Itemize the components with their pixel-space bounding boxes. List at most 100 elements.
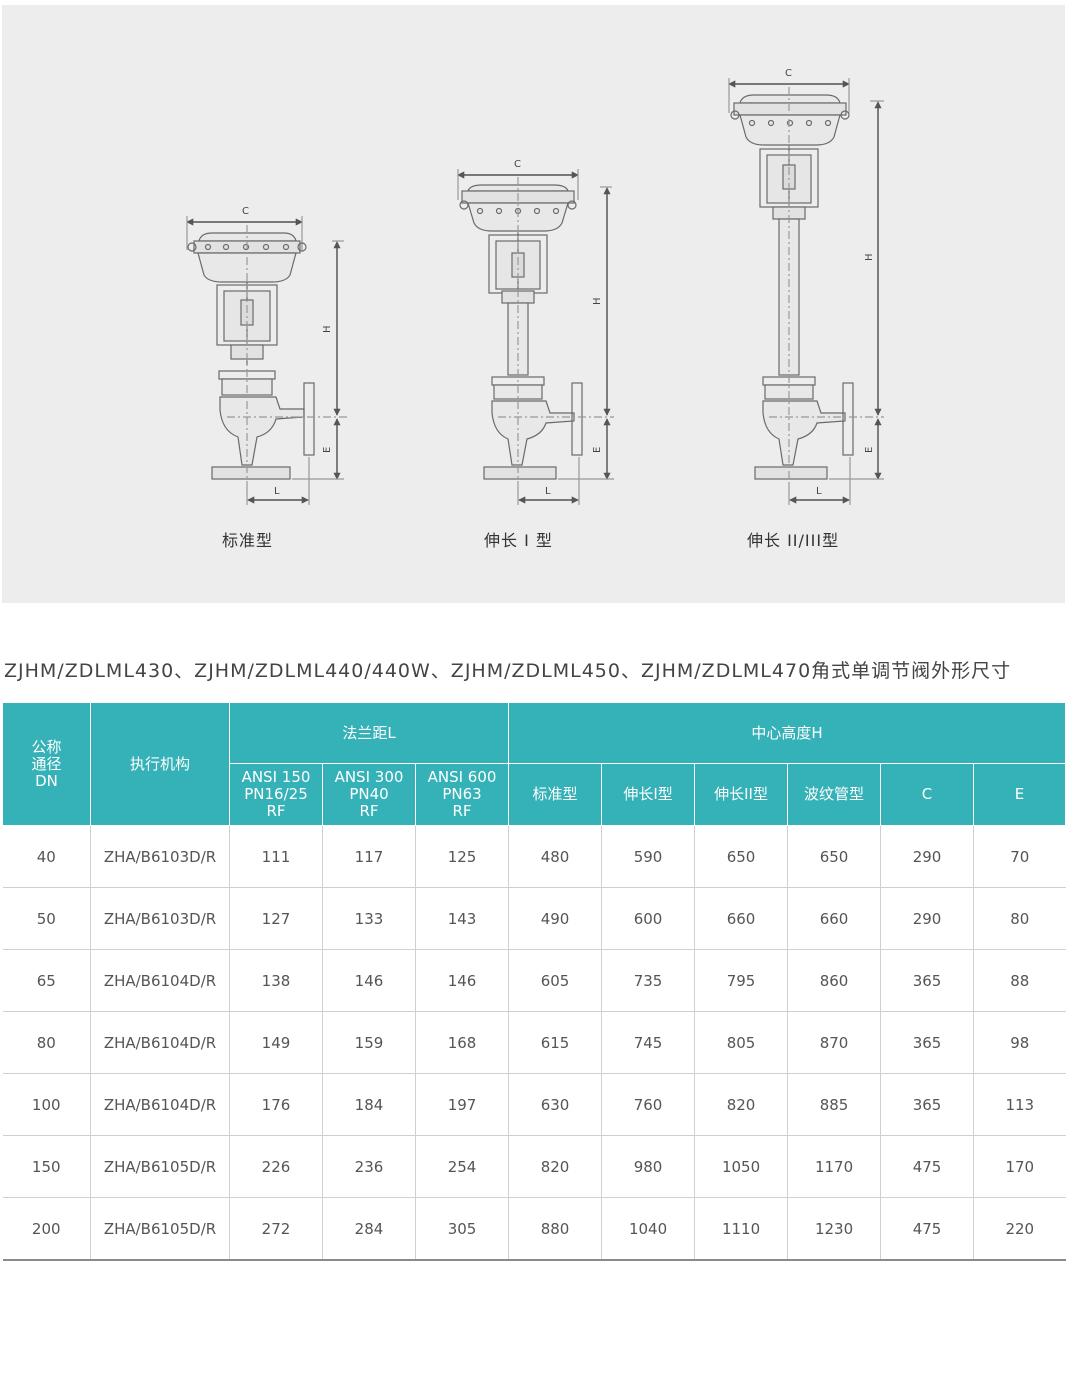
cell-h-bellows: 1170 xyxy=(787,1135,881,1198)
cell-dn: 50 xyxy=(2,887,91,950)
header-standard: 标准型 xyxy=(508,763,603,826)
cell-flange-ansi150: 127 xyxy=(229,887,323,950)
cell-h-extended-1: 735 xyxy=(601,949,695,1012)
header-flange-group: 法兰距L xyxy=(228,702,510,764)
header-dn: 公称 通径 DN xyxy=(2,702,91,826)
header-ansi600-line3: RF xyxy=(452,802,472,820)
e-label: E xyxy=(592,447,603,453)
header-dn-line3: DN xyxy=(35,771,58,790)
cell-e: 80 xyxy=(973,887,1066,950)
cell-flange-ansi300: 284 xyxy=(322,1197,416,1261)
h-label: H xyxy=(322,325,333,333)
cell-dn: 40 xyxy=(2,825,91,888)
c-label: C xyxy=(785,68,792,79)
valve-drawings: C H xyxy=(186,68,884,505)
cell-h-bellows: 660 xyxy=(787,887,881,950)
l-label: L xyxy=(816,486,822,497)
cell-e: 220 xyxy=(973,1197,1066,1261)
c-label: C xyxy=(514,159,521,170)
header-e: E xyxy=(973,763,1067,826)
cell-dn: 80 xyxy=(2,1011,91,1074)
cell-e: 98 xyxy=(973,1011,1066,1074)
cell-flange-ansi600: 125 xyxy=(414,825,509,888)
cell-actuator: ZHA/B6104D/R xyxy=(90,1011,230,1074)
cell-h-extended-1: 745 xyxy=(601,1011,695,1074)
cell-flange-ansi600: 305 xyxy=(414,1197,509,1261)
cell-flange-ansi300: 117 xyxy=(322,825,416,888)
cell-h-extended-2: 1110 xyxy=(694,1197,788,1261)
header-ansi300: ANSI 300 PN40 RF xyxy=(322,763,416,826)
cell-actuator: ZHA/B6103D/R xyxy=(90,887,230,950)
cell-h-standard: 490 xyxy=(508,887,602,950)
table-title: ZJHM/ZDLML430、ZJHM/ZDLML440/440W、ZJHM/ZD… xyxy=(4,660,1012,682)
l-label: L xyxy=(545,486,551,497)
cell-h-standard: 820 xyxy=(508,1135,602,1198)
header-height-group: 中心高度H xyxy=(508,702,1067,764)
header-ansi600: ANSI 600 PN63 RF xyxy=(414,763,510,826)
e-label: E xyxy=(864,447,875,453)
cell-dn: 150 xyxy=(2,1135,91,1198)
cell-flange-ansi150: 138 xyxy=(229,949,323,1012)
header-ansi300-line3: RF xyxy=(359,802,379,820)
cell-h-extended-2: 805 xyxy=(694,1011,788,1074)
cell-h-extended-2: 650 xyxy=(694,825,788,888)
cell-h-standard: 605 xyxy=(508,949,602,1012)
header-ansi150: ANSI 150 PN16/25 RF xyxy=(229,763,323,826)
cell-flange-ansi150: 226 xyxy=(229,1135,323,1198)
valve-extended-1: C H E L xyxy=(457,159,614,505)
cell-flange-ansi600: 254 xyxy=(414,1135,509,1198)
cell-h-extended-1: 590 xyxy=(601,825,695,888)
cell-e: 88 xyxy=(973,949,1066,1012)
cell-actuator: ZHA/B6104D/R xyxy=(90,949,230,1012)
cell-c: 365 xyxy=(880,949,974,1012)
header-ansi300-line1: ANSI 300 xyxy=(334,768,404,786)
cell-h-extended-2: 795 xyxy=(694,949,788,1012)
header-bellows: 波纹管型 xyxy=(787,763,882,826)
cell-c: 475 xyxy=(880,1135,974,1198)
cell-e: 113 xyxy=(973,1073,1066,1136)
e-label: E xyxy=(322,447,333,453)
dimension-table: 公称 通径 DN 执行机构 法兰距L 中心高度H ANSI 150 PN16/2… xyxy=(2,702,1067,1261)
h-label: H xyxy=(592,297,603,305)
header-ansi150-line3: RF xyxy=(266,802,286,820)
cell-c: 290 xyxy=(880,825,974,888)
cell-flange-ansi600: 197 xyxy=(414,1073,509,1136)
h-label: H xyxy=(864,253,875,261)
cell-h-standard: 630 xyxy=(508,1073,602,1136)
cell-flange-ansi300: 159 xyxy=(322,1011,416,1074)
caption-extended-1: 伸长 I 型 xyxy=(484,531,553,550)
header-extended-1: 伸长I型 xyxy=(601,763,696,826)
c-label: C xyxy=(242,206,249,217)
cell-c: 365 xyxy=(880,1011,974,1074)
cell-h-bellows: 1230 xyxy=(787,1197,881,1261)
cell-h-extended-2: 820 xyxy=(694,1073,788,1136)
cell-flange-ansi150: 176 xyxy=(229,1073,323,1136)
cell-actuator: ZHA/B6105D/R xyxy=(90,1135,230,1198)
cell-h-bellows: 650 xyxy=(787,825,881,888)
cell-c: 290 xyxy=(880,887,974,950)
cell-h-extended-1: 600 xyxy=(601,887,695,950)
cell-c: 365 xyxy=(880,1073,974,1136)
cell-flange-ansi150: 149 xyxy=(229,1011,323,1074)
cell-flange-ansi150: 111 xyxy=(229,825,323,888)
cell-h-extended-2: 660 xyxy=(694,887,788,950)
cell-actuator: ZHA/B6104D/R xyxy=(90,1073,230,1136)
cell-flange-ansi300: 184 xyxy=(322,1073,416,1136)
cell-h-bellows: 870 xyxy=(787,1011,881,1074)
drawing-panel: C H xyxy=(2,5,1065,603)
cell-flange-ansi300: 236 xyxy=(322,1135,416,1198)
caption-standard: 标准型 xyxy=(222,531,274,550)
header-actuator: 执行机构 xyxy=(90,702,230,826)
header-ansi150-line2: PN16/25 xyxy=(244,785,308,803)
cell-flange-ansi300: 146 xyxy=(322,949,416,1012)
header-ansi600-line2: PN63 xyxy=(442,785,482,803)
cell-h-extended-1: 980 xyxy=(601,1135,695,1198)
cell-h-bellows: 885 xyxy=(787,1073,881,1136)
cell-h-extended-1: 1040 xyxy=(601,1197,695,1261)
cell-actuator: ZHA/B6103D/R xyxy=(90,825,230,888)
